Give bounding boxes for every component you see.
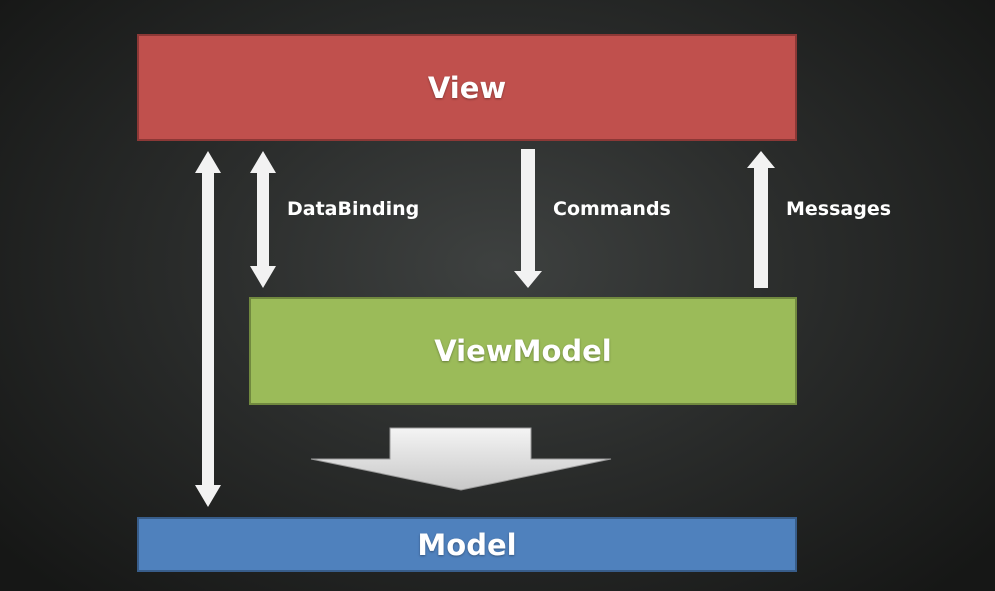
view-box: View (137, 34, 797, 141)
viewmodel-to-model-block-arrow-icon (310, 427, 612, 491)
databinding-double-arrow-icon (250, 151, 276, 288)
messages-up-arrow-icon (747, 151, 775, 288)
commands-label: Commands (553, 198, 671, 220)
messages-label: Messages (786, 198, 892, 220)
view-model-double-arrow-icon (195, 151, 221, 507)
commands-down-arrow-icon (514, 149, 542, 288)
viewmodel-box: ViewModel (249, 297, 797, 405)
viewmodel-label: ViewModel (434, 334, 612, 368)
model-label: Model (417, 527, 517, 562)
model-box: Model (137, 517, 797, 572)
databinding-label: DataBinding (287, 198, 420, 220)
view-label: View (427, 70, 507, 105)
